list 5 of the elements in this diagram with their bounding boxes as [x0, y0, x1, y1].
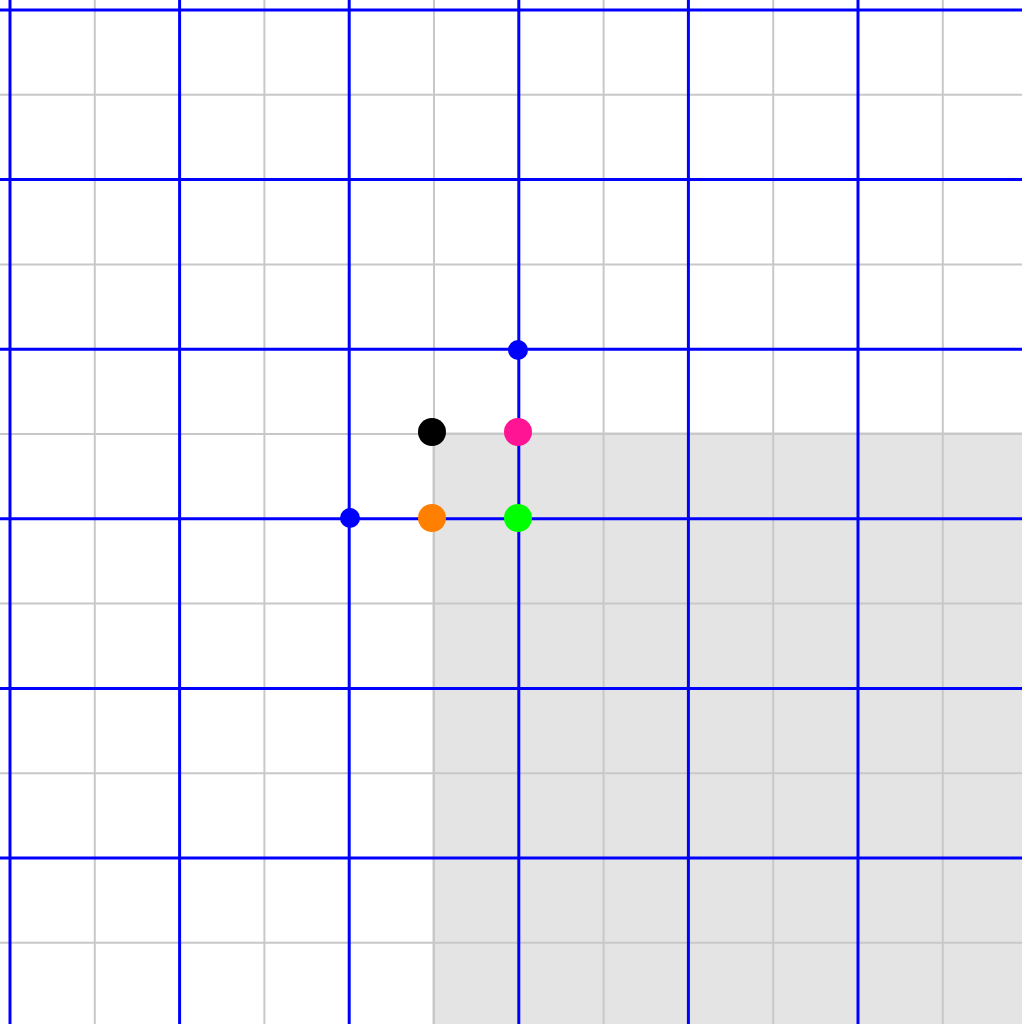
point-dot: [508, 340, 528, 360]
point-dot: [340, 508, 360, 528]
point-dot: [504, 418, 532, 446]
point-dot: [418, 418, 446, 446]
point-dot: [418, 504, 446, 532]
